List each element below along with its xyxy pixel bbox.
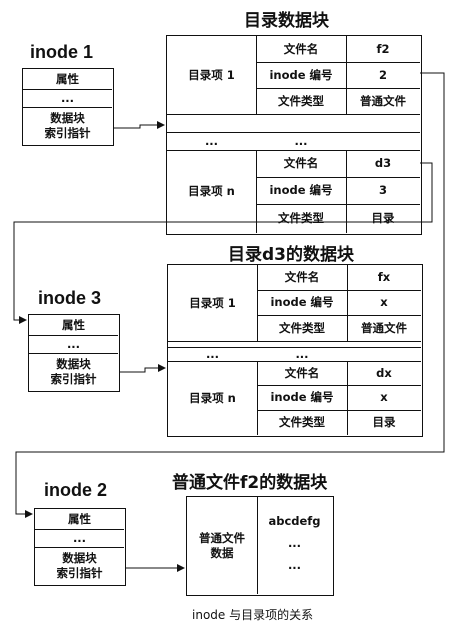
field-value: f2 bbox=[376, 41, 390, 56]
arrow-inode1-to-dir1 bbox=[114, 121, 165, 129]
inode-2-box: 属性 ... 数据块 索引指针 bbox=[34, 508, 126, 586]
file-data-label: 普通文件 数据 bbox=[199, 531, 245, 560]
field-key: 文件名 bbox=[283, 156, 319, 171]
field-key: 文件类型 bbox=[278, 93, 324, 108]
inode-2-attr: 属性 bbox=[68, 511, 91, 526]
inode-2-title: inode 2 bbox=[44, 480, 108, 500]
arrow-inode3-to-dir2 bbox=[120, 364, 166, 373]
field-key: 文件名 bbox=[283, 41, 319, 56]
field-value: fx bbox=[377, 270, 391, 285]
inode-2-ellipsis: ... bbox=[72, 530, 87, 545]
dir-field-ellipsis: ... bbox=[294, 133, 308, 148]
dir-entry-label: 目录项 1 bbox=[188, 67, 235, 82]
file-data-line: ... bbox=[287, 557, 302, 572]
field-key: 文件类型 bbox=[279, 320, 325, 335]
field-value: 目录 bbox=[372, 415, 396, 430]
arrow-d3-to-inode3 bbox=[13, 162, 433, 324]
field-key: 文件名 bbox=[284, 270, 320, 285]
dir-entry-label: 目录项 n bbox=[188, 184, 235, 199]
inode-3-box: 属性 ... 数据块 索引指针 bbox=[28, 314, 120, 392]
inode-1-ellipsis: ... bbox=[60, 90, 75, 105]
field-value: 2 bbox=[378, 67, 387, 82]
dir-block-1-title: 目录数据块 bbox=[244, 11, 329, 31]
file-data-block: 普通文件 数据 abcdefg ... ... bbox=[186, 496, 334, 596]
figure-caption: inode 与目录项的关系 bbox=[192, 608, 314, 622]
dir-entry-ellipsis: ... bbox=[204, 133, 219, 148]
dir-table-2: 目录项 1 文件名 fx inode 编号 x 文件类型 普通文件 ... ..… bbox=[167, 264, 423, 437]
inode-1-title: inode 1 bbox=[30, 42, 94, 62]
dir-field-ellipsis: ... bbox=[295, 346, 309, 361]
arrow-f2-to-inode2 bbox=[15, 72, 445, 518]
inode-1-attr: 属性 bbox=[56, 71, 79, 86]
dir-entry-label: 目录项 n bbox=[189, 390, 236, 405]
dir-table-1: 目录项 1 文件名 f2 inode 编号 2 文件类型 普通文件 ... ..… bbox=[166, 35, 422, 235]
field-value: dx bbox=[376, 365, 392, 380]
field-value: d3 bbox=[374, 156, 392, 171]
file-block-title: 普通文件f2的数据块 bbox=[172, 473, 328, 493]
field-value: 3 bbox=[378, 183, 387, 198]
dir-block-2-title: 目录d3的数据块 bbox=[228, 245, 354, 265]
field-value: 普通文件 bbox=[360, 93, 406, 108]
field-value: x bbox=[380, 390, 388, 405]
inode-3-ellipsis: ... bbox=[66, 336, 81, 351]
field-key: inode 编号 bbox=[269, 183, 333, 198]
inode-3-title: inode 3 bbox=[38, 288, 102, 308]
field-key: inode 编号 bbox=[270, 390, 334, 405]
dir-entry-ellipsis: ... bbox=[205, 346, 220, 361]
field-key: inode 编号 bbox=[270, 295, 334, 310]
inode-1-box: 属性 ... 数据块 索引指针 bbox=[22, 68, 114, 146]
file-data-line: abcdefg bbox=[268, 513, 321, 528]
inode-3-pointer: 数据块 索引指针 bbox=[50, 357, 97, 386]
field-key: 文件名 bbox=[284, 365, 320, 380]
file-data-line: ... bbox=[287, 535, 302, 550]
field-value: 普通文件 bbox=[361, 320, 407, 335]
field-key: 文件类型 bbox=[279, 415, 325, 430]
inode-3-attr: 属性 bbox=[62, 317, 85, 332]
field-value: x bbox=[380, 295, 388, 310]
inode-1-pointer: 数据块 索引指针 bbox=[44, 111, 91, 140]
inode-2-pointer: 数据块 索引指针 bbox=[56, 551, 103, 580]
dir-entry-label: 目录项 1 bbox=[189, 295, 236, 310]
field-key: inode 编号 bbox=[269, 67, 333, 82]
